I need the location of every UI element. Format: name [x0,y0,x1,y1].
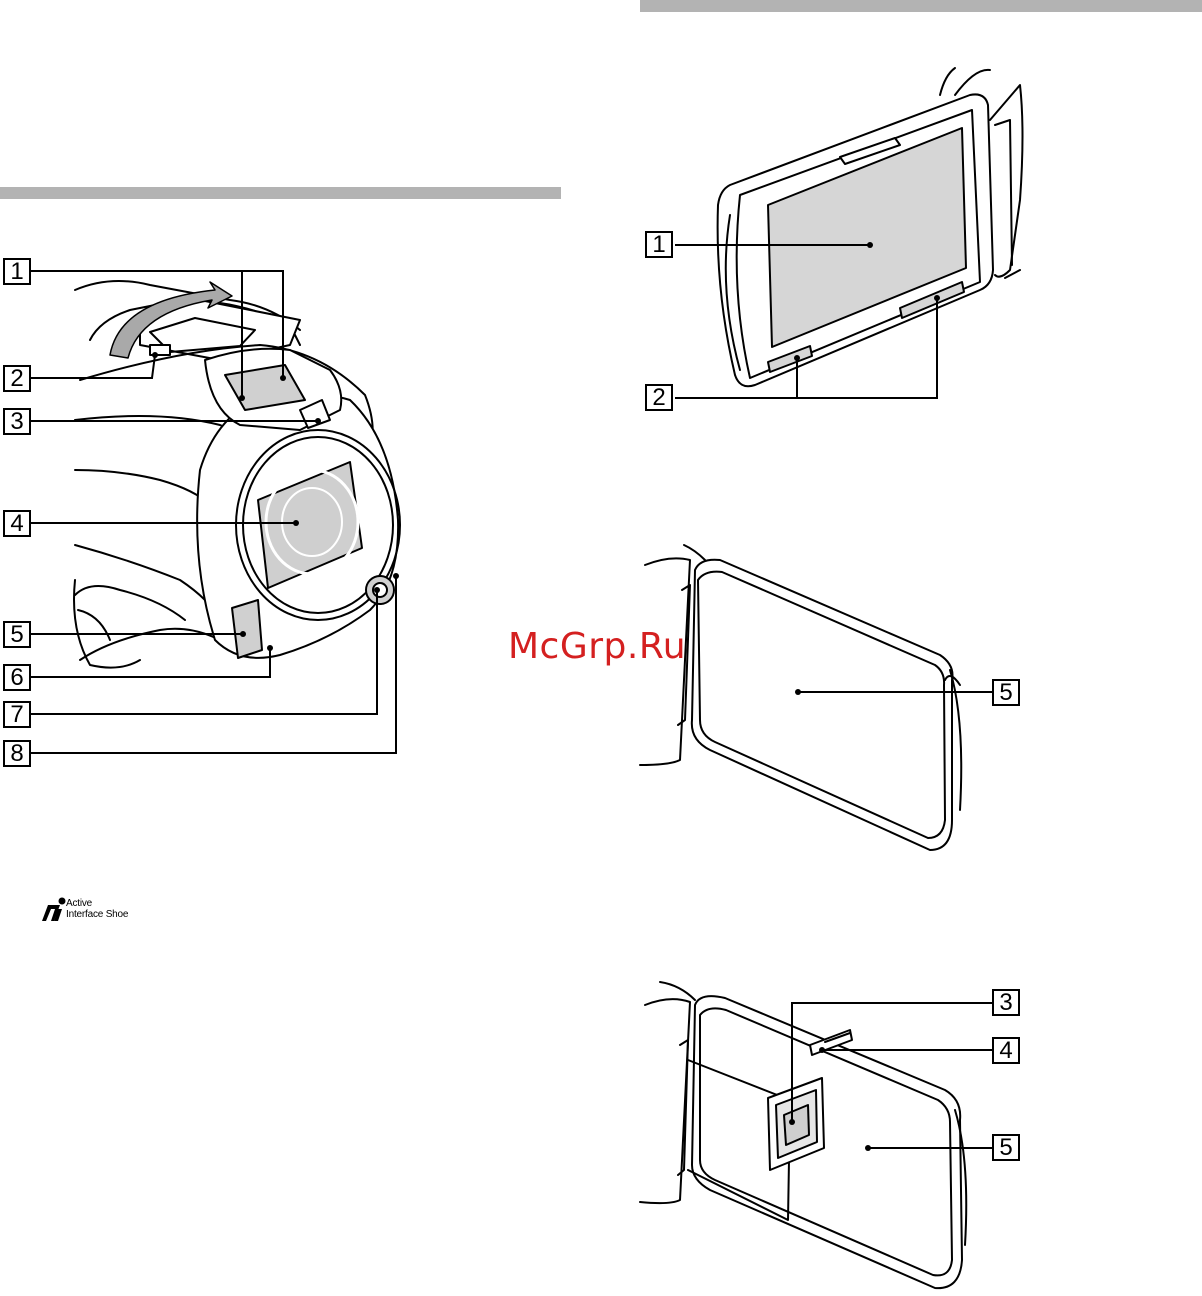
logo-line-2: Interface Shoe [66,909,128,920]
callout-8-left: 8 [3,740,31,767]
logo-text: Active Interface Shoe [66,898,128,920]
callout-7-left: 7 [3,701,31,728]
callout-4-left: 4 [3,510,31,537]
callout-5-lcd-closed: 5 [992,679,1020,706]
watermark: McGrp.Ru [508,626,686,667]
camcorder-front-illustration [0,0,600,800]
callout-3-projector: 3 [992,989,1020,1016]
callout-2-lcd-open: 2 [645,384,673,411]
lcd-closed-illustration [600,520,1202,880]
callout-3-left: 3 [3,408,31,435]
lcd-open-illustration [600,0,1202,440]
logo-line-1: Active [66,898,128,909]
callout-5-projector: 5 [992,1134,1020,1161]
callout-1-left: 1 [3,258,31,285]
lcd-projector-illustration [600,970,1202,1296]
callout-5-left: 5 [3,621,31,648]
callout-2-left: 2 [3,365,31,392]
callout-4-projector: 4 [992,1037,1020,1064]
callout-6-left: 6 [3,664,31,691]
callout-1-lcd-open: 1 [645,231,673,258]
